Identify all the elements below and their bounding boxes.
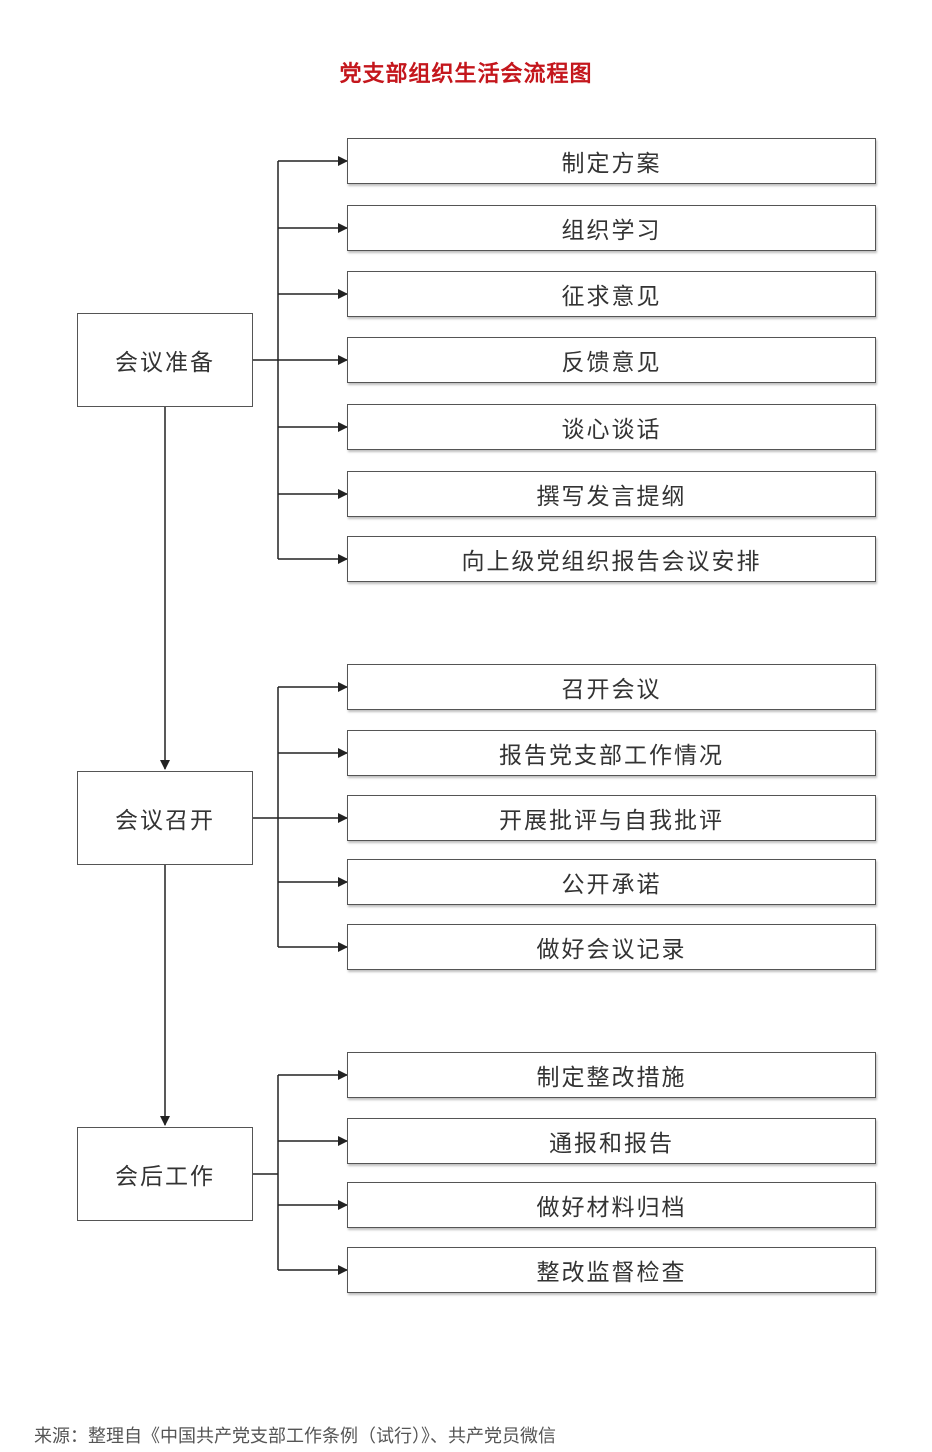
step-label: 谈心谈话 bbox=[561, 417, 662, 443]
step-label: 征求意见 bbox=[561, 284, 662, 310]
step-box: 制定方案 bbox=[347, 138, 876, 184]
step-box: 做好材料归档 bbox=[347, 1182, 876, 1228]
step-label: 组织学习 bbox=[561, 218, 662, 244]
step-box: 制定整改措施 bbox=[347, 1052, 876, 1098]
stage-label: 会后工作 bbox=[115, 1164, 215, 1190]
step-box: 召开会议 bbox=[347, 664, 876, 710]
stage-box-meeting-preparation: 会议准备 bbox=[77, 313, 253, 407]
step-box: 撰写发言提纲 bbox=[347, 471, 876, 517]
step-box: 通报和报告 bbox=[347, 1118, 876, 1164]
step-label: 召开会议 bbox=[561, 677, 662, 703]
stage-label: 会议召开 bbox=[115, 808, 215, 834]
step-box: 公开承诺 bbox=[347, 859, 876, 905]
step-box: 谈心谈话 bbox=[347, 404, 876, 450]
step-box: 反馈意见 bbox=[347, 337, 876, 383]
stage-box-meeting-held: 会议召开 bbox=[77, 771, 253, 865]
step-box: 征求意见 bbox=[347, 271, 876, 317]
step-box: 报告党支部工作情况 bbox=[347, 730, 876, 776]
step-box: 开展批评与自我批评 bbox=[347, 795, 876, 841]
stage-label: 会议准备 bbox=[115, 350, 215, 376]
step-label: 向上级党组织报告会议安排 bbox=[461, 549, 762, 575]
step-label: 做好材料归档 bbox=[536, 1195, 687, 1221]
diagram-title: 党支部组织生活会流程图 bbox=[339, 62, 593, 87]
step-label: 通报和报告 bbox=[549, 1131, 674, 1157]
step-label: 整改监督检查 bbox=[536, 1260, 687, 1286]
step-label: 制定方案 bbox=[561, 151, 662, 177]
source-note: 来源：整理自《中国共产党支部工作条例（试行）》、共产党员微信 bbox=[34, 1426, 556, 1447]
step-box: 向上级党组织报告会议安排 bbox=[347, 536, 876, 582]
step-label: 制定整改措施 bbox=[536, 1065, 687, 1091]
step-label: 报告党支部工作情况 bbox=[499, 743, 724, 769]
step-label: 做好会议记录 bbox=[536, 937, 687, 963]
step-box: 整改监督检查 bbox=[347, 1247, 876, 1293]
step-label: 开展批评与自我批评 bbox=[499, 808, 724, 834]
step-box: 做好会议记录 bbox=[347, 924, 876, 970]
step-box: 组织学习 bbox=[347, 205, 876, 251]
stage-box-post-meeting-work: 会后工作 bbox=[77, 1127, 253, 1221]
step-label: 撰写发言提纲 bbox=[536, 484, 687, 510]
step-label: 公开承诺 bbox=[561, 872, 662, 898]
step-label: 反馈意见 bbox=[561, 350, 662, 376]
